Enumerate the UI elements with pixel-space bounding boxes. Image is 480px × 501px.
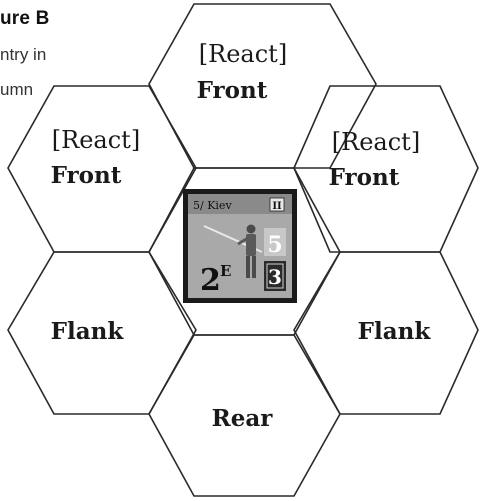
counter-fire: 3: [268, 265, 282, 289]
counter-morale-box: [264, 228, 286, 256]
hex-top-label: Front: [197, 77, 268, 104]
hex-upper-left-label: Front: [51, 162, 122, 189]
hex-upper-right-bracket: [React]: [332, 128, 420, 156]
counter-quality-superscript: E: [220, 262, 231, 280]
figure-title: ure B: [0, 8, 50, 29]
counter-quality: 2: [200, 263, 221, 298]
counter-unit-name: 5/ Kiev: [193, 199, 232, 212]
figure-caption-line-1: ntry in: [0, 45, 47, 64]
soldier-icon: [203, 224, 263, 278]
unit-counter: 5/ Kiev II 5 2 E 3: [183, 189, 297, 303]
hex-bottom: [148, 334, 341, 497]
counter-size-mark: II: [272, 201, 282, 212]
hex-bottom-label: Rear: [212, 405, 274, 432]
counter-fire-box: [264, 261, 286, 291]
hex-upper-right-label: Front: [329, 164, 400, 191]
hex-lower-left: [7, 251, 197, 415]
hex-lower-right-label: Flank: [358, 318, 432, 345]
counter-morale: 5: [267, 232, 282, 258]
counter-header: [188, 194, 292, 214]
hex-upper-right: [293, 85, 479, 253]
hex-upper-left-bracket: [React]: [52, 126, 140, 154]
figure-caption-line-2: umn: [0, 80, 34, 99]
hex-lower-left-label: Flank: [51, 318, 125, 345]
hex-top-bracket: [React]: [199, 40, 287, 68]
